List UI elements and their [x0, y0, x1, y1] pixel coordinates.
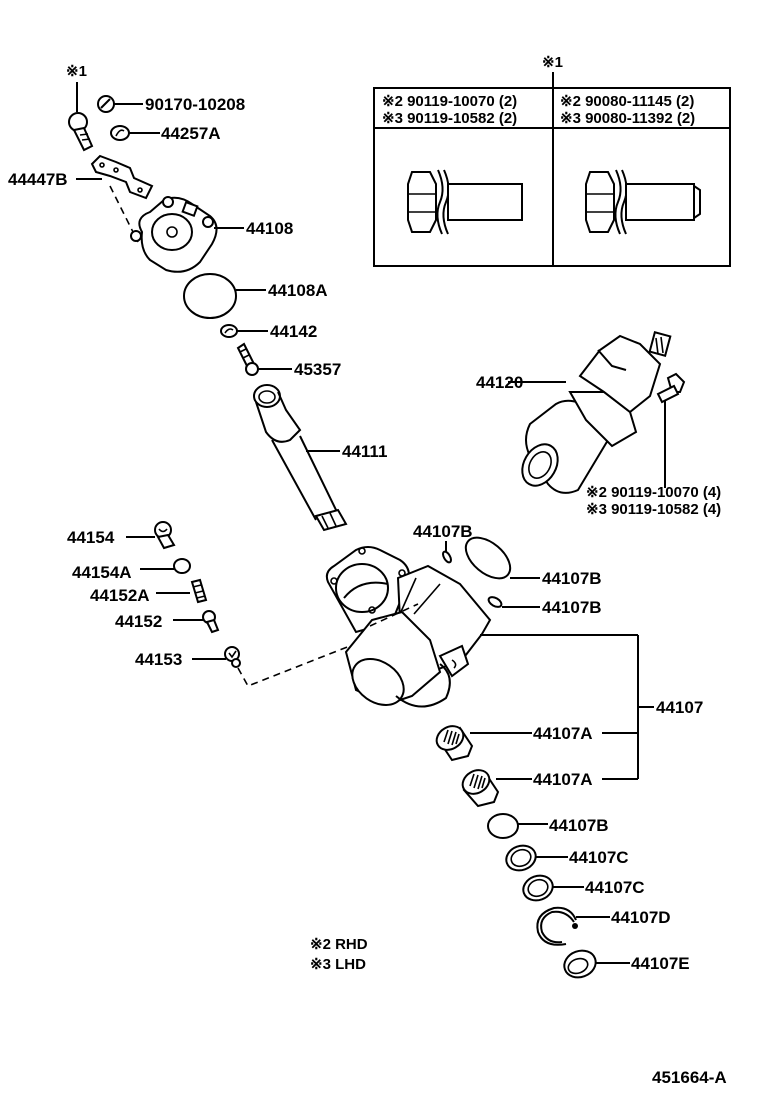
label-44107B-top: 44107B: [413, 522, 473, 541]
o-ring-icon: [173, 558, 191, 574]
label-45357: 45357: [294, 360, 341, 379]
label-44153: 44153: [135, 650, 182, 669]
bracket-icon: [90, 154, 154, 200]
part-44108A: 44108A: [183, 273, 328, 319]
label-44152: 44152: [115, 612, 162, 631]
o-ring-icon: [183, 273, 237, 319]
part-44107B-small: 44107B: [487, 596, 602, 617]
part-44107B-small-top: 44107B: [413, 522, 473, 564]
stud-bolt-icon: [585, 169, 701, 235]
ref1-label: ※1: [66, 63, 87, 80]
part-44107B-lower: 44107B: [487, 813, 609, 839]
label-44107C-2: 44107C: [585, 878, 645, 897]
part-44107C-2: 44107C: [522, 874, 645, 902]
part-44152A: 44152A: [90, 578, 208, 605]
table-left-line2: ※3 90119-10582 (2): [382, 110, 517, 127]
part-44142: 44142: [220, 322, 317, 341]
seal-ring-icon: [505, 844, 537, 872]
table-right-line2: ※3 90080-11392 (2): [560, 110, 695, 127]
part-44111: 44111: [253, 384, 387, 532]
spring-icon: [190, 578, 208, 604]
gasket-icon: [110, 125, 130, 141]
snap-ring-icon: [540, 910, 575, 944]
label-44447B: 44447B: [8, 170, 68, 189]
gear-housing-icon: [325, 546, 492, 708]
needle-bearing-icon: [435, 725, 474, 762]
cover-bolt-icon: [68, 112, 94, 152]
note-rhd: ※2 RHD: [310, 936, 368, 953]
control-valve-icon: [521, 331, 672, 494]
part-44447B: 44447B: [8, 154, 154, 243]
part-44107C-1: 44107C: [505, 844, 629, 872]
part-44153: 44153: [135, 641, 361, 688]
table-ref-mark: ※1: [542, 54, 563, 71]
label-44120: 44120: [476, 373, 523, 392]
part-44152: 44152: [115, 610, 220, 634]
part-44154: 44154: [67, 521, 176, 550]
label-44108: 44108: [246, 219, 293, 238]
label-44107A-2: 44107A: [533, 770, 593, 789]
part-44257A: 44257A: [110, 124, 221, 143]
part-44120: 44120 ※2 90119-10070 (4) ※3 90119-10582 …: [476, 331, 721, 518]
label-44142: 44142: [270, 322, 317, 341]
worm-shaft-icon: [253, 384, 348, 532]
cover-housing-icon: [130, 196, 218, 273]
seal-ring-icon: [522, 874, 554, 902]
part-90170-10208: 90170-10208: [97, 95, 245, 114]
part-44107E: 44107E: [563, 949, 690, 979]
plug-icon: [154, 521, 176, 550]
seal-icon: [487, 596, 503, 608]
part-44107D: 44107D: [536, 906, 671, 946]
dust-seal-icon: [563, 949, 597, 979]
relief-valve-icon: [224, 646, 241, 668]
label-44152A: 44152A: [90, 586, 150, 605]
part-45357: 45357: [236, 342, 341, 379]
label-44154: 44154: [67, 528, 115, 547]
part-44107A-1: 44107A: [435, 724, 638, 762]
label-44107A-1: 44107A: [533, 724, 593, 743]
label-44107B-ring: 44107B: [542, 569, 602, 588]
needle-bearing-icon: [461, 769, 500, 808]
label-44107C-1: 44107C: [569, 848, 629, 867]
label-44111: 44111: [342, 442, 387, 461]
label-44120-bolt-lhd: ※3 90119-10582 (4): [586, 501, 721, 518]
valve-bolt-icon: [656, 372, 686, 488]
label-44108A: 44108A: [268, 281, 328, 300]
part-44154A: 44154A: [72, 558, 191, 582]
part-44107-housing: 44107: [325, 546, 703, 779]
label-44107D: 44107D: [611, 908, 671, 927]
legend-notes: ※2 RHD ※3 LHD: [310, 936, 368, 973]
ref1-bolt-callout: ※1: [66, 63, 94, 152]
label-44120-bolt-rhd: ※2 90119-10070 (4): [586, 484, 721, 501]
part-44107A-2: 44107A: [461, 769, 638, 808]
table-left-line1: ※2 90119-10070 (2): [382, 93, 517, 110]
adjusting-screw-icon: [236, 342, 259, 376]
o-ring-icon: [487, 813, 519, 839]
seal-icon: [442, 550, 452, 564]
table-right-line1: ※2 90080-11145 (2): [560, 93, 694, 110]
label-44107: 44107: [656, 698, 703, 717]
label-90170-10208: 90170-10208: [145, 95, 245, 114]
label-44107E: 44107E: [631, 954, 690, 973]
illustration-code: 451664-A: [652, 1068, 727, 1087]
ball-seat-icon: [202, 610, 220, 634]
label-44107B-small: 44107B: [542, 598, 602, 617]
flange-bolt-icon: [407, 169, 523, 235]
note-lhd: ※3 LHD: [310, 956, 366, 973]
label-44257A: 44257A: [161, 124, 221, 143]
seal-washer-icon: [220, 324, 238, 338]
label-44154A: 44154A: [72, 563, 132, 582]
bolt-reference-table: ※1 ※2 90119-10070 (2) ※3 90119-10582 (2)…: [373, 54, 731, 267]
label-44107B-lower: 44107B: [549, 816, 609, 835]
part-44107B-ring: 44107B: [464, 536, 602, 588]
o-ring-icon: [464, 536, 512, 580]
part-44108: 44108: [130, 196, 293, 273]
